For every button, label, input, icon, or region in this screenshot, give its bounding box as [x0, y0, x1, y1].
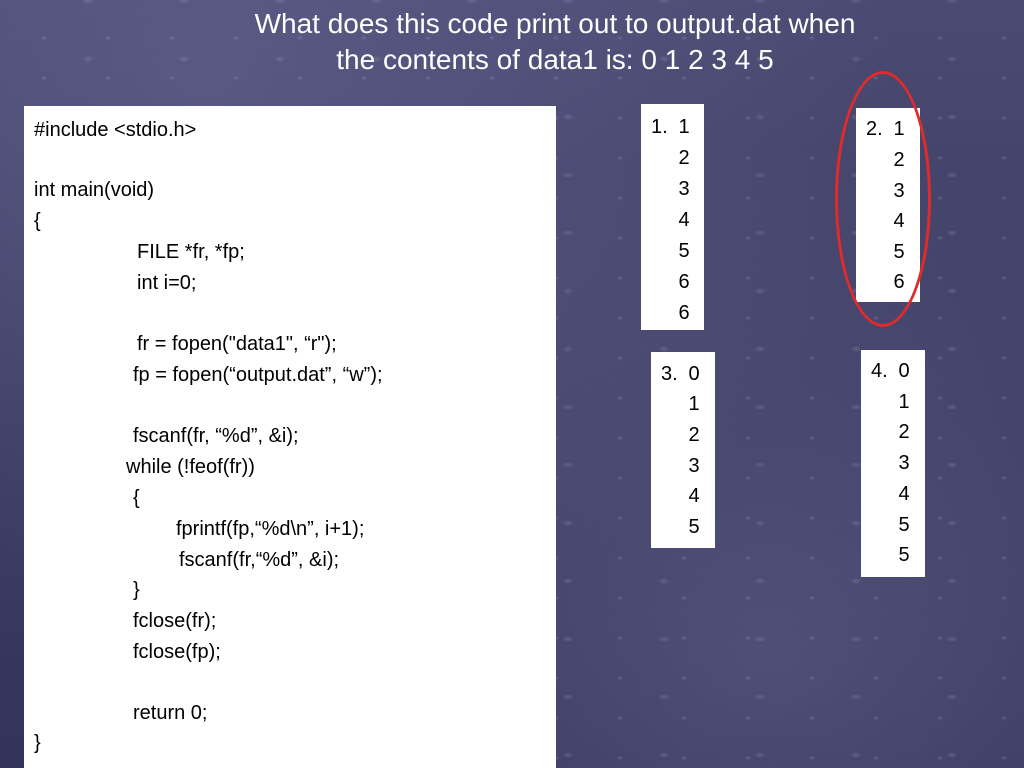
answer-value: 6 [678, 271, 690, 293]
title-line-1: What does this code print out to output.… [254, 8, 856, 39]
answer-value: 0 [898, 360, 910, 382]
slide-title: What does this code print out to output.… [140, 6, 970, 78]
code-line: fclose(fr); [133, 610, 217, 632]
answer-value: 3 [898, 452, 910, 474]
answer-value: 0 [688, 363, 700, 385]
answer-value: 2 [678, 147, 690, 169]
highlight-circle [835, 71, 931, 327]
code-line: FILE *fr, *fp; [137, 241, 245, 263]
code-line: } [133, 579, 140, 601]
answer-option-4[interactable]: 4. 0 1 2 3 4 5 5 [861, 350, 925, 577]
answer-value: 1 [678, 116, 690, 138]
answer-label: 1. [651, 116, 668, 138]
code-line: #include <stdio.h> [34, 119, 197, 141]
code-line: fscanf(fr, “%d”, &i); [133, 425, 299, 447]
code-line: fp = fopen(“output.dat”, “w”); [133, 364, 383, 386]
code-line: return 0; [133, 702, 208, 724]
answer-option-3[interactable]: 3. 0 1 2 3 4 5 [651, 352, 715, 548]
answer-value: 1 [688, 393, 700, 415]
code-line: { [34, 210, 41, 232]
answer-value: 3 [688, 455, 700, 477]
answer-value: 2 [898, 421, 910, 443]
code-line: while (!feof(fr)) [126, 456, 255, 478]
answer-label: 4. [871, 360, 888, 382]
answer-value: 3 [678, 178, 690, 200]
code-line: int i=0; [137, 272, 197, 294]
answer-value: 5 [678, 240, 690, 262]
answer-value: 5 [898, 544, 910, 566]
answer-value: 6 [678, 302, 690, 324]
code-line: fprintf(fp,“%d\n”, i+1); [176, 518, 365, 540]
code-line: int main(void) [34, 179, 155, 201]
answer-value: 5 [898, 514, 910, 536]
answer-value: 4 [688, 485, 700, 507]
answer-value: 1 [898, 391, 910, 413]
answer-value: 4 [678, 209, 690, 231]
answer-label: 3. [661, 363, 678, 385]
code-line: fscanf(fr,“%d”, &i); [179, 549, 340, 571]
answer-value: 5 [688, 516, 700, 538]
answer-option-1[interactable]: 1. 1 2 3 4 5 6 6 [641, 104, 704, 330]
code-line: fclose(fp); [133, 641, 221, 663]
title-line-2: the contents of data1 is: 0 1 2 3 4 5 [336, 44, 774, 75]
code-listing: #include <stdio.h> int main(void) { FILE… [24, 106, 556, 768]
code-line: { [133, 487, 140, 509]
code-line: } [34, 732, 41, 754]
answer-value: 4 [898, 483, 910, 505]
answer-value: 2 [688, 424, 700, 446]
code-line: fr = fopen("data1", “r"); [137, 333, 337, 355]
